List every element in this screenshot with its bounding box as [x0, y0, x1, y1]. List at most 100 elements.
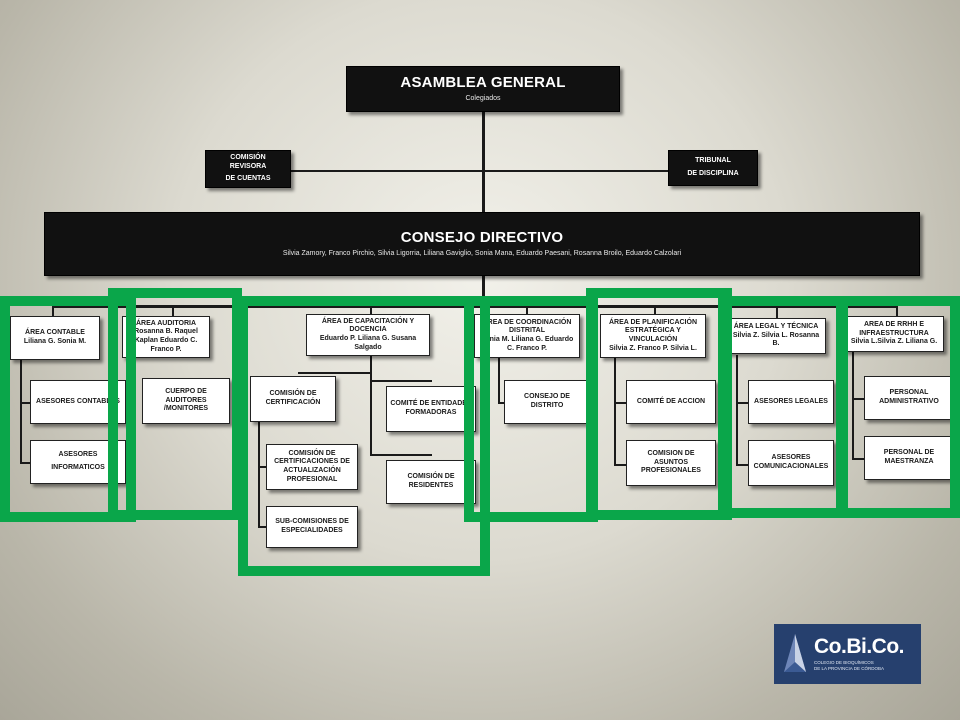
connector-planificacion: [654, 305, 656, 317]
logo-mark-icon: [782, 632, 808, 676]
comite-entidades-label: COMITÉ DE ENTIDADES FORMADORAS: [390, 400, 472, 416]
area-contable-box: ÁREA CONTABLE Liliana G. Sonia M.: [10, 316, 100, 360]
comision-revisora-box: COMISIÓN REVISORA DE CUENTAS: [205, 150, 291, 188]
asamblea-general-box: ASAMBLEA GENERAL Colegiados: [346, 66, 620, 112]
comision-asuntos-box: COMISION DE ASUNTOS PROFESIONALES: [626, 440, 716, 486]
connector-capacitacion-right: [370, 380, 432, 382]
connector-planificacion-trunk: [614, 357, 616, 465]
asamblea-subtitle: Colegiados: [465, 95, 501, 102]
connector-legal-trunk: [736, 355, 738, 465]
connector-side-boxes: [290, 170, 670, 172]
connector-rrhh-branch1: [852, 398, 866, 400]
cuerpo-auditores-box: CUERPO DE AUDITORES /MONITORES: [142, 378, 230, 424]
area-capacitacion-members: Eduardo P. Liliana G. Susana Salgado: [319, 335, 417, 351]
tribunal-line2: DE DISCIPLINA: [687, 170, 739, 177]
asesores-legales-box: ASESORES LEGALES: [748, 380, 834, 424]
logo-name: Co.Bi.Co.: [814, 635, 905, 659]
connector-capacitacion-right2: [370, 454, 432, 456]
area-rrhh-box: AREA DE RRHH E INFRAESTRUCTURA Silvia L.…: [844, 316, 944, 352]
area-auditoria-box: ÁREA AUDITORIA Rosanna B. Raquel Kaplan …: [122, 316, 210, 358]
area-planificacion-title: ÁREA DE PLANIFICACIÓN ESTRATÉGICA Y VINC…: [608, 318, 698, 344]
area-capacitacion-box: ÁREA DE CAPACITACIÓN Y DOCENCIA Eduardo …: [306, 314, 430, 356]
connector-capacitacion-left: [298, 372, 372, 374]
connector-legal-branch2: [736, 464, 750, 466]
asesores-legales-label: ASESORES LEGALES: [754, 397, 828, 405]
sub-comisiones-box: SUB-COMISIONES DE ESPECIALIDADES: [266, 506, 358, 548]
connector-planificacion-branch1: [614, 402, 628, 404]
comision-certificacion-box: COMISIÓN DE CERTIFICACIÓN: [250, 376, 336, 422]
connector-contable-branch2: [20, 462, 32, 464]
area-legal-box: ÁREA LEGAL Y TÉCNICA Silvia Z. Silvia L.…: [726, 318, 826, 354]
asesores-comunicacionales-label: ASESORES COMUNICACIONALES: [753, 454, 829, 470]
personal-maestranza-box: PERSONAL DE MAESTRANZA: [864, 436, 954, 480]
area-capacitacion-title: ÁREA DE CAPACITACIÓN Y DOCENCIA: [321, 317, 415, 334]
asamblea-title: ASAMBLEA GENERAL: [400, 74, 566, 92]
tribunal-line1: TRIBUNAL: [695, 157, 731, 165]
connector-coordinacion-trunk: [498, 357, 500, 403]
comision-revisora-line1: COMISIÓN: [230, 154, 266, 162]
connector-planificacion-branch2: [614, 464, 628, 466]
area-rrhh-members: Silvia L.Silvia Z. Liliana G.: [850, 338, 938, 346]
area-auditoria-title: ÁREA AUDITORIA: [135, 319, 197, 327]
area-coordinacion-members: Sonia M. Liliana G. Eduardo C. Franco P.: [480, 336, 574, 352]
area-planificacion-members: Silvia Z. Franco P. Silvia L.: [609, 344, 697, 352]
consejo-distrito-box: CONSEJO DE DISTRITO: [504, 380, 590, 424]
area-legal-title: ÁREA LEGAL Y TÉCNICA: [733, 322, 819, 330]
comite-accion-box: COMITÉ DE ACCION: [626, 380, 716, 424]
asesores-informaticos-line1: ASESORES: [58, 451, 98, 459]
comision-residentes-box: COMISIÓN DE RESIDENTES: [386, 460, 476, 504]
highlight-frame-auditoria: [108, 288, 242, 520]
comision-revisora-line3: DE CUENTAS: [225, 174, 271, 182]
highlight-frame-contable: [0, 296, 136, 522]
consejo-title: CONSEJO DIRECTIVO: [400, 229, 564, 247]
consejo-directivo-box: CONSEJO DIRECTIVO Silvia Zamory, Franco …: [44, 212, 920, 276]
area-coordinacion-box: ÁREA DE COORDINACIÓN DISTRITAL Sonia M. …: [474, 314, 580, 358]
comite-accion-label: COMITÉ DE ACCION: [636, 397, 706, 405]
connector-areas-bus: [52, 305, 898, 308]
area-contable-members: Liliana G. Sonia M.: [23, 338, 87, 345]
area-planificacion-box: ÁREA DE PLANIFICACIÓN ESTRATÉGICA Y VINC…: [600, 314, 706, 358]
comision-asuntos-label: COMISION DE ASUNTOS PROFESIONALES: [641, 449, 701, 475]
connector-coordinacion-branch: [498, 402, 506, 404]
connector-capacitacion-trunk: [370, 355, 372, 455]
asesores-contables-label: ASESORES CONTABLES: [36, 397, 120, 405]
area-coordinacion-title: ÁREA DE COORDINACIÓN DISTRITAL: [482, 318, 572, 335]
cobico-logo: Co.Bi.Co. COLEGIO DE BIOQUÍMICOS DE LA P…: [774, 624, 921, 684]
area-auditoria-members: Rosanna B. Raquel Kaplan Eduardo C. Fran…: [134, 328, 198, 353]
comision-revisora-line2: REVISORA: [229, 163, 267, 171]
comision-certificacion-label: COMISIÓN DE CERTIFICACIÓN: [265, 390, 321, 406]
highlight-frame-legal: [718, 296, 848, 518]
asesores-informaticos-line2: INFORMATICOS: [51, 464, 105, 471]
highlight-frame-coordinacion: [464, 296, 598, 522]
connector-coordinacion: [526, 305, 528, 315]
connector-legal: [776, 305, 778, 319]
connector-certif-branch1: [258, 466, 268, 468]
highlight-frame-planificacion: [586, 288, 732, 520]
comision-actualizacion-label: COMISIÓN DE CERTIFICACIONES DE ACTUALIZA…: [274, 449, 350, 483]
area-rrhh-title: AREA DE RRHH E INFRAESTRUCTURA: [859, 320, 929, 337]
connector-certif-branch2: [258, 526, 268, 528]
connector-contable-trunk: [20, 360, 22, 464]
consejo-distrito-label: CONSEJO DE DISTRITO: [524, 393, 570, 409]
connector-main-vertical: [482, 110, 485, 214]
connector-consejo-down: [482, 275, 485, 307]
personal-maestranza-label: PERSONAL DE MAESTRANZA: [883, 449, 935, 465]
sub-comisiones-label: SUB-COMISIONES DE ESPECIALIDADES: [275, 518, 349, 534]
logo-tagline-2: DE LA PROVINCIA DE CÓRDOBA: [814, 666, 885, 671]
comite-entidades-box: COMITÉ DE ENTIDADES FORMADORAS: [386, 386, 476, 432]
highlight-frame-capacitacion: [238, 296, 490, 576]
connector-rrhh-branch2: [852, 458, 866, 460]
consejo-members: Silvia Zamory, Franco Pirchio, Silvia Li…: [282, 250, 682, 257]
connector-contable-branch1: [20, 402, 32, 404]
connector-legal-branch1: [736, 402, 750, 404]
area-contable-title: ÁREA CONTABLE: [25, 329, 85, 337]
connector-contable: [52, 305, 54, 317]
connector-rrhh: [896, 305, 898, 317]
connector-rrhh-trunk: [852, 350, 854, 460]
comision-actualizacion-box: COMISIÓN DE CERTIFICACIONES DE ACTUALIZA…: [266, 444, 358, 490]
personal-administrativo-label: PERSONAL ADMINISTRATIVO: [879, 389, 939, 405]
cuerpo-auditores-label: CUERPO DE AUDITORES /MONITORES: [163, 387, 209, 413]
comision-residentes-label: COMISIÓN DE RESIDENTES: [407, 473, 455, 489]
connector-auditoria: [172, 305, 174, 317]
highlight-frame-rrhh: [836, 296, 960, 518]
